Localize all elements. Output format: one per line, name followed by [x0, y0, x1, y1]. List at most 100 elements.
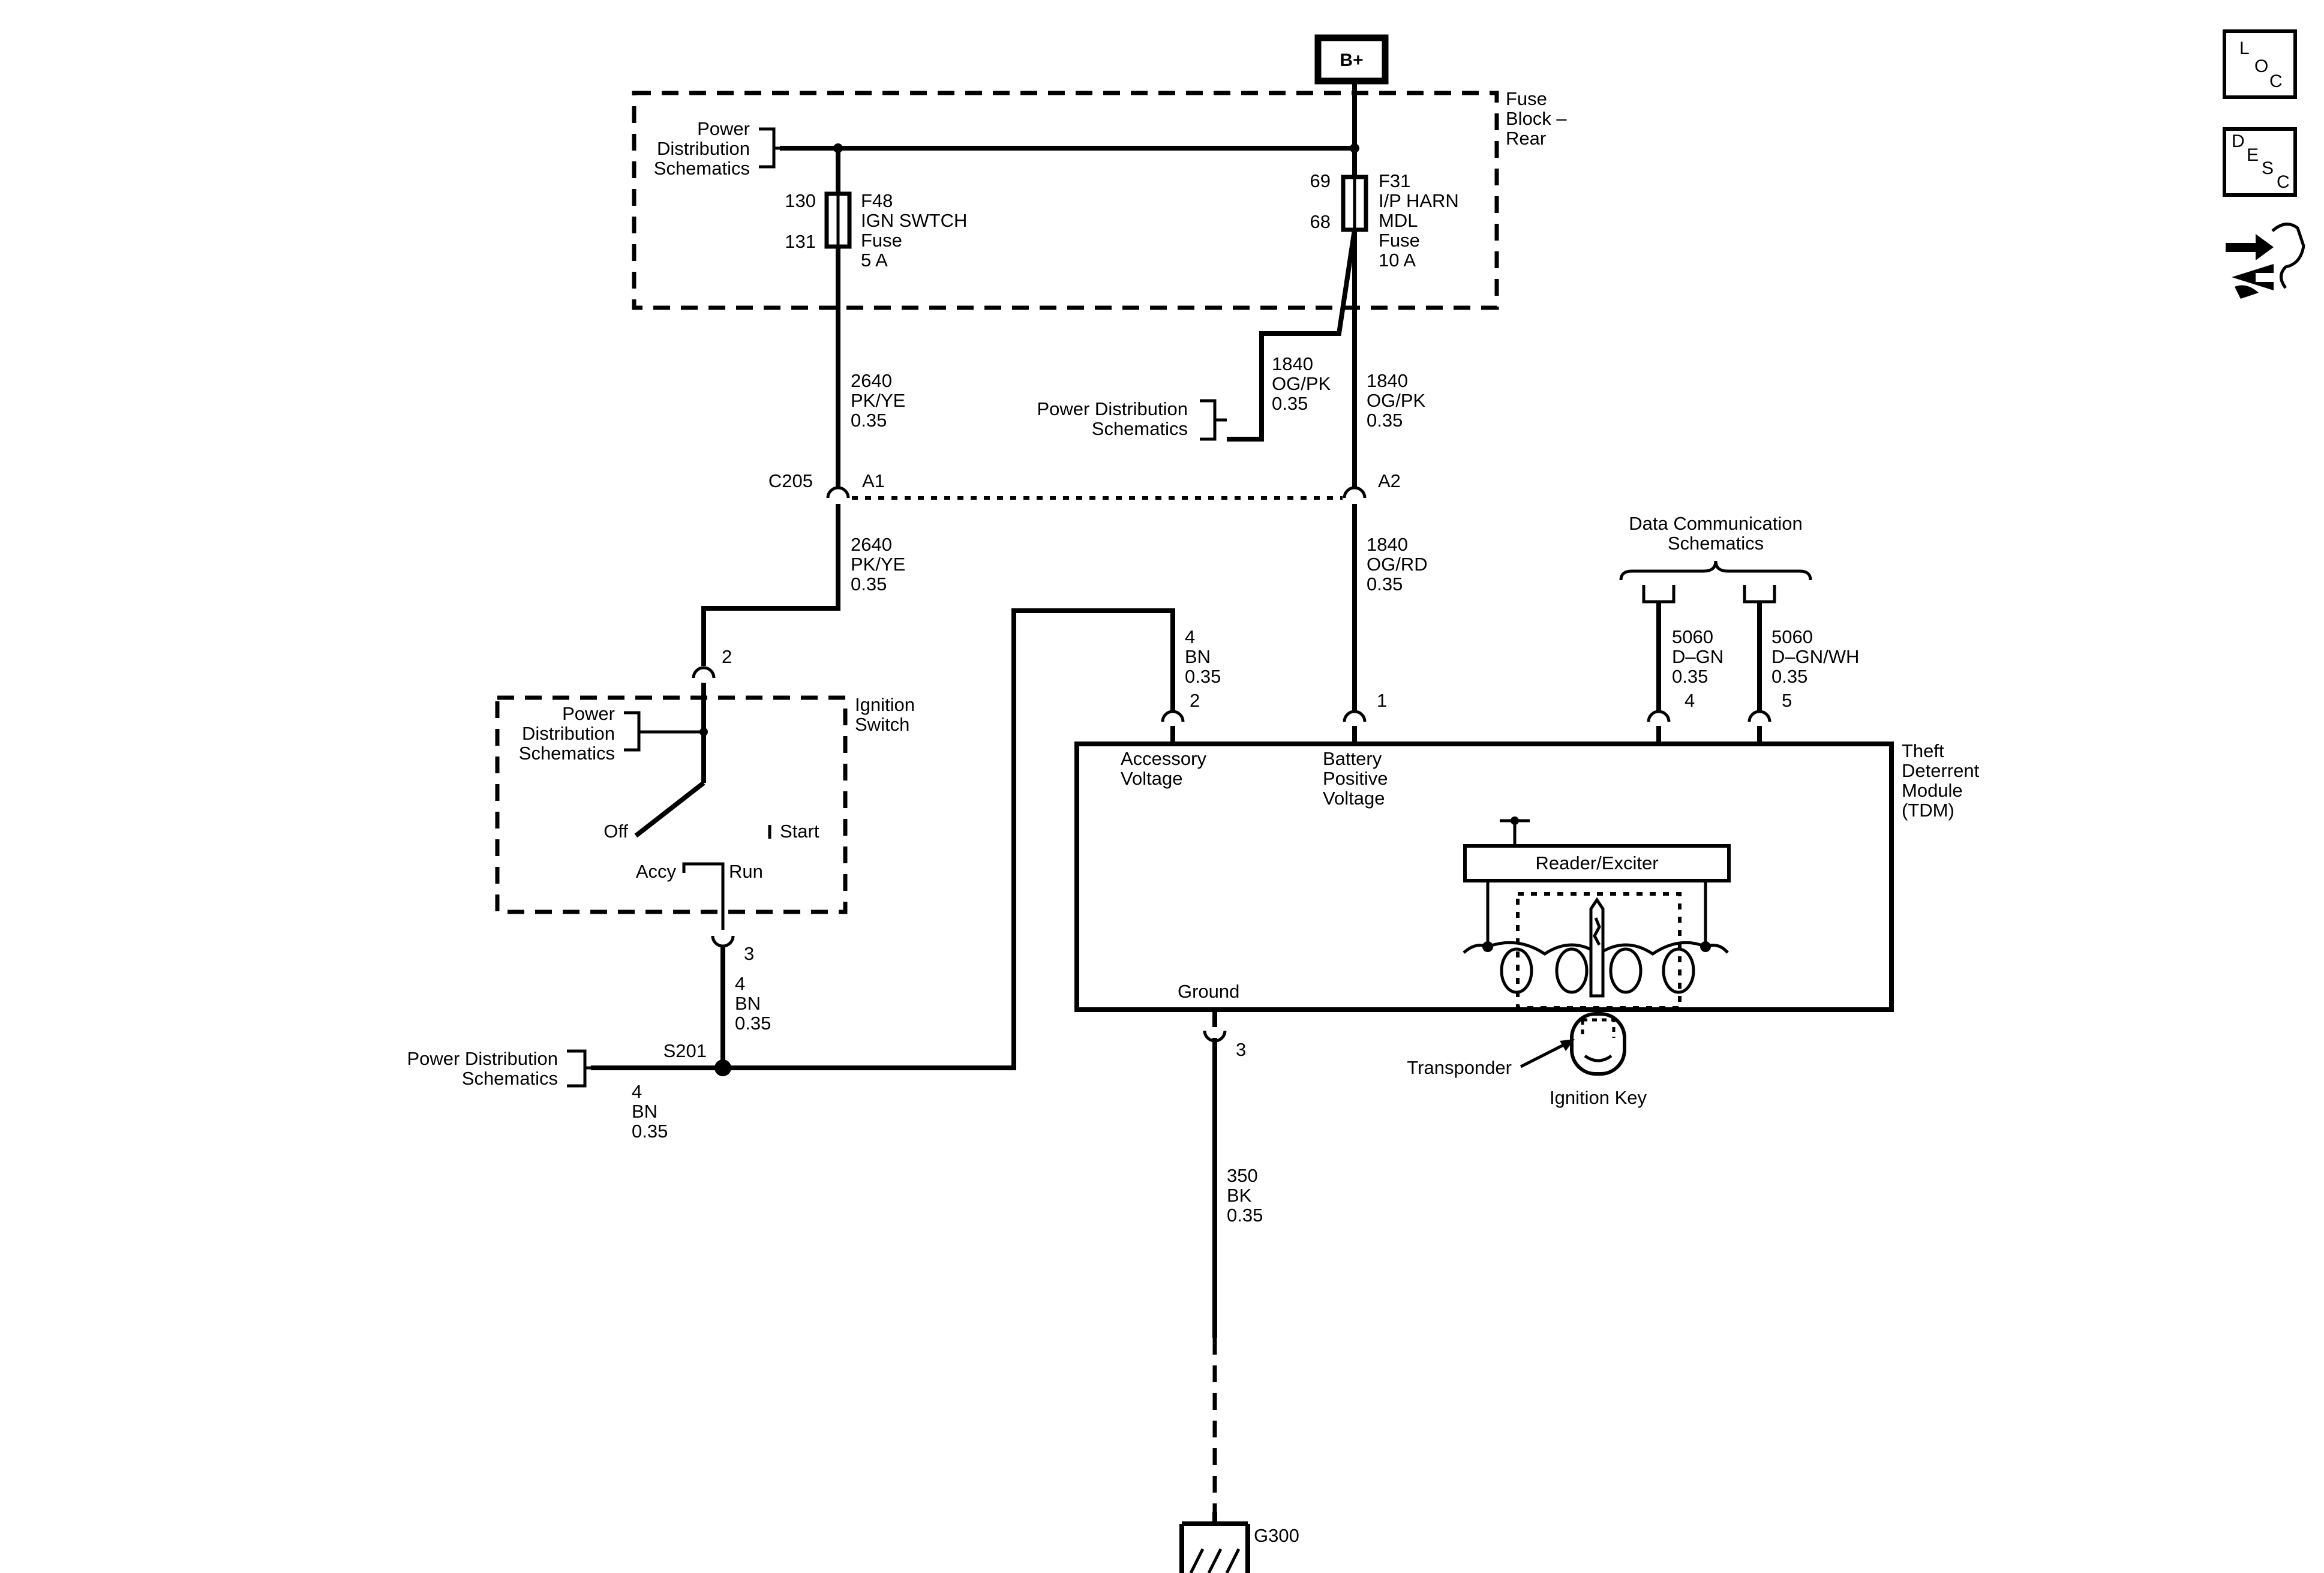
ignition-switch-pin-2: 2 [692, 646, 732, 698]
tdm-accessory-label: Accessory Voltage [1121, 748, 1206, 789]
wire-1840-rd-label: 1840 OG/RD 0.35 [1367, 534, 1428, 595]
wire-1840-pk-branch [1227, 229, 1357, 442]
svg-text:0.35: 0.35 [1771, 666, 1807, 687]
svg-text:E: E [2247, 145, 2259, 165]
svg-text:4: 4 [735, 973, 745, 994]
svg-text:OG/RD: OG/RD [1367, 554, 1428, 575]
svg-text:2640: 2640 [851, 534, 892, 555]
wire-5060-a-label: 5060 D–GN 0.35 [1672, 626, 1724, 687]
svg-text:0.35: 0.35 [851, 410, 887, 431]
battery-terminal: B+ [1314, 34, 1389, 85]
svg-text:Data Communication: Data Communication [1629, 513, 1802, 534]
svg-text:0.35: 0.35 [1227, 1205, 1263, 1226]
ignition-switch-pin-3: 3 [711, 935, 754, 964]
svg-text:C205: C205 [768, 470, 813, 491]
svg-text:0.35: 0.35 [1272, 393, 1308, 414]
svg-text:0.35: 0.35 [1367, 410, 1403, 431]
svg-text:Block –: Block – [1506, 108, 1567, 129]
fuse-block-label: Fuse Block – Rear [1506, 88, 1567, 149]
svg-text:131: 131 [785, 231, 816, 252]
svg-text:D–GN/WH: D–GN/WH [1771, 646, 1859, 667]
battery-label: B+ [1340, 50, 1363, 70]
svg-text:1840: 1840 [1272, 353, 1313, 374]
svg-text:Schematics: Schematics [519, 743, 615, 764]
svg-text:O: O [2254, 56, 2268, 76]
svg-text:1: 1 [1377, 690, 1387, 711]
wire-350-label: 350 BK 0.35 [1227, 1165, 1263, 1226]
data-comm-reference: Data Communication Schematics [1619, 513, 1812, 604]
svg-text:L: L [2239, 38, 2250, 58]
svg-text:Schematics: Schematics [1092, 418, 1188, 439]
svg-text:1840: 1840 [1367, 370, 1408, 391]
svg-text:0.35: 0.35 [735, 1013, 771, 1034]
svg-text:BN: BN [632, 1101, 657, 1122]
svg-text:BN: BN [735, 993, 761, 1014]
tdm-ground-label: Ground [1178, 981, 1239, 1002]
switch-pos-accy: Accy [636, 861, 677, 882]
svg-text:IGN SWTCH: IGN SWTCH [861, 210, 967, 231]
wire-2640-lower-label: 2640 PK/YE 0.35 [851, 534, 905, 595]
wire-4bn-accessory [591, 608, 1175, 1070]
svg-text:0.35: 0.35 [851, 574, 887, 595]
svg-text:Switch: Switch [855, 714, 909, 735]
svg-text:3: 3 [744, 943, 754, 964]
svg-text:Deterrent: Deterrent [1902, 760, 1980, 781]
svg-text:F48: F48 [861, 190, 893, 211]
tdm-battery-label: Battery Positive Voltage [1323, 748, 1388, 809]
svg-text:BK: BK [1227, 1185, 1252, 1206]
svg-text:D–GN: D–GN [1672, 646, 1724, 667]
svg-text:Ignition: Ignition [855, 694, 915, 715]
svg-text:C: C [2277, 172, 2290, 192]
pds-mid-reference: Power Distribution Schematics [1037, 398, 1227, 441]
svg-text:5060: 5060 [1771, 626, 1813, 647]
svg-text:4: 4 [1685, 690, 1695, 711]
svg-text:0.35: 0.35 [1672, 666, 1708, 687]
ignition-switch-outline [495, 695, 848, 914]
svg-text:Distribution: Distribution [522, 723, 615, 744]
svg-text:Power Distribution: Power Distribution [407, 1048, 558, 1069]
svg-text:PK/YE: PK/YE [851, 554, 905, 575]
svg-text:BN: BN [1185, 646, 1211, 667]
switch-contact-arm [634, 781, 705, 838]
svg-text:350: 350 [1227, 1165, 1258, 1186]
svg-text:2: 2 [1190, 690, 1200, 711]
svg-text:S: S [2262, 158, 2274, 178]
tdm-pin-data-b: 5 [1747, 690, 1792, 744]
svg-text:(TDM): (TDM) [1902, 800, 1954, 821]
tdm-pin-ground: 3 [1203, 1010, 1246, 1060]
wire-1840-pk-right-label: 1840 OG/PK 0.35 [1367, 370, 1426, 431]
tdm-pin-accessory: 2 [1161, 690, 1200, 744]
switch-run-contact [682, 862, 725, 930]
tdm-label: Theft Deterrent Module (TDM) [1902, 740, 1980, 821]
wire-2640-lower [701, 504, 840, 666]
svg-text:PK/YE: PK/YE [851, 390, 905, 411]
svg-text:Rear: Rear [1506, 128, 1546, 149]
svg-text:C: C [2269, 71, 2283, 91]
loc-icon[interactable]: L O C [2223, 29, 2297, 99]
svg-text:1840: 1840 [1367, 534, 1408, 555]
ignition-switch-label: Ignition Switch [855, 694, 915, 735]
svg-text:0.35: 0.35 [632, 1121, 668, 1142]
desc-icon[interactable]: D E S C [2223, 127, 2297, 197]
fuse-f48: 130 131 F48 IGN SWTCH Fuse 5 A [785, 148, 967, 271]
wire-2640-upper-label: 2640 PK/YE 0.35 [851, 370, 905, 431]
svg-text:A2: A2 [1378, 470, 1401, 491]
svg-text:0.35: 0.35 [1367, 574, 1403, 595]
connector-tools-icon[interactable] [2226, 223, 2305, 299]
ignition-key-label: Ignition Key [1550, 1087, 1647, 1108]
connector-c205: C205 A1 A2 [768, 470, 1401, 500]
reader-exciter: Reader/Exciter [1463, 816, 1731, 1010]
svg-text:130: 130 [785, 190, 816, 211]
svg-text:Voltage: Voltage [1323, 788, 1385, 809]
svg-text:Battery: Battery [1323, 748, 1382, 769]
svg-text:MDL: MDL [1379, 210, 1418, 231]
svg-text:Power: Power [697, 118, 750, 139]
svg-text:Fuse: Fuse [1379, 230, 1420, 251]
wire-4bn-tdm-label: 4 BN 0.35 [1185, 626, 1221, 687]
splice-label: S201 [663, 1040, 707, 1061]
svg-text:Schematics: Schematics [1668, 533, 1764, 554]
switch-pds-reference: Power Distribution Schematics [519, 703, 704, 764]
wire-4bn-pds-label: 4 BN 0.35 [632, 1081, 668, 1142]
wire-4bn-switch-label: 4 BN 0.35 [735, 973, 771, 1034]
svg-text:2640: 2640 [851, 370, 892, 391]
